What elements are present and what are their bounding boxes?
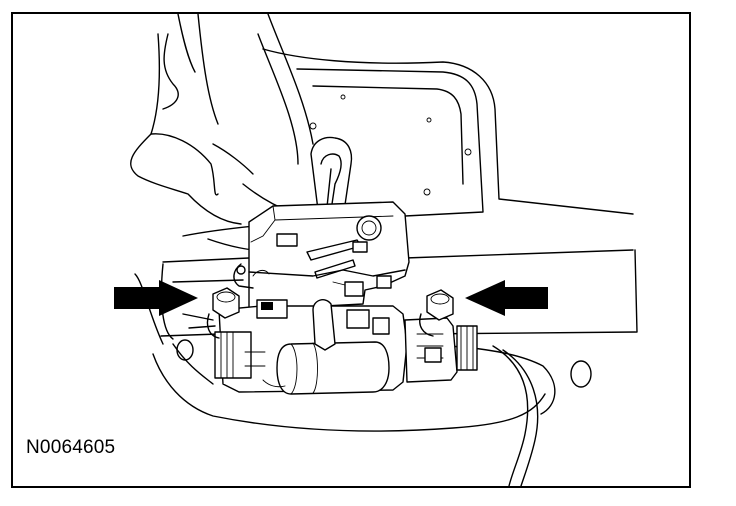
electrical-connector <box>405 318 477 382</box>
left-bolt <box>207 288 239 338</box>
inner-trim-panel <box>263 49 633 216</box>
right-bolt <box>420 290 453 336</box>
actuator-motor <box>215 300 407 394</box>
latch-assembly <box>249 202 409 310</box>
left-bolt-arrow <box>114 280 198 316</box>
figure-id-label: N0064605 <box>26 437 116 458</box>
right-bolt-arrow <box>465 280 548 316</box>
diagram-frame <box>11 12 691 488</box>
latch-illustration <box>114 14 689 486</box>
